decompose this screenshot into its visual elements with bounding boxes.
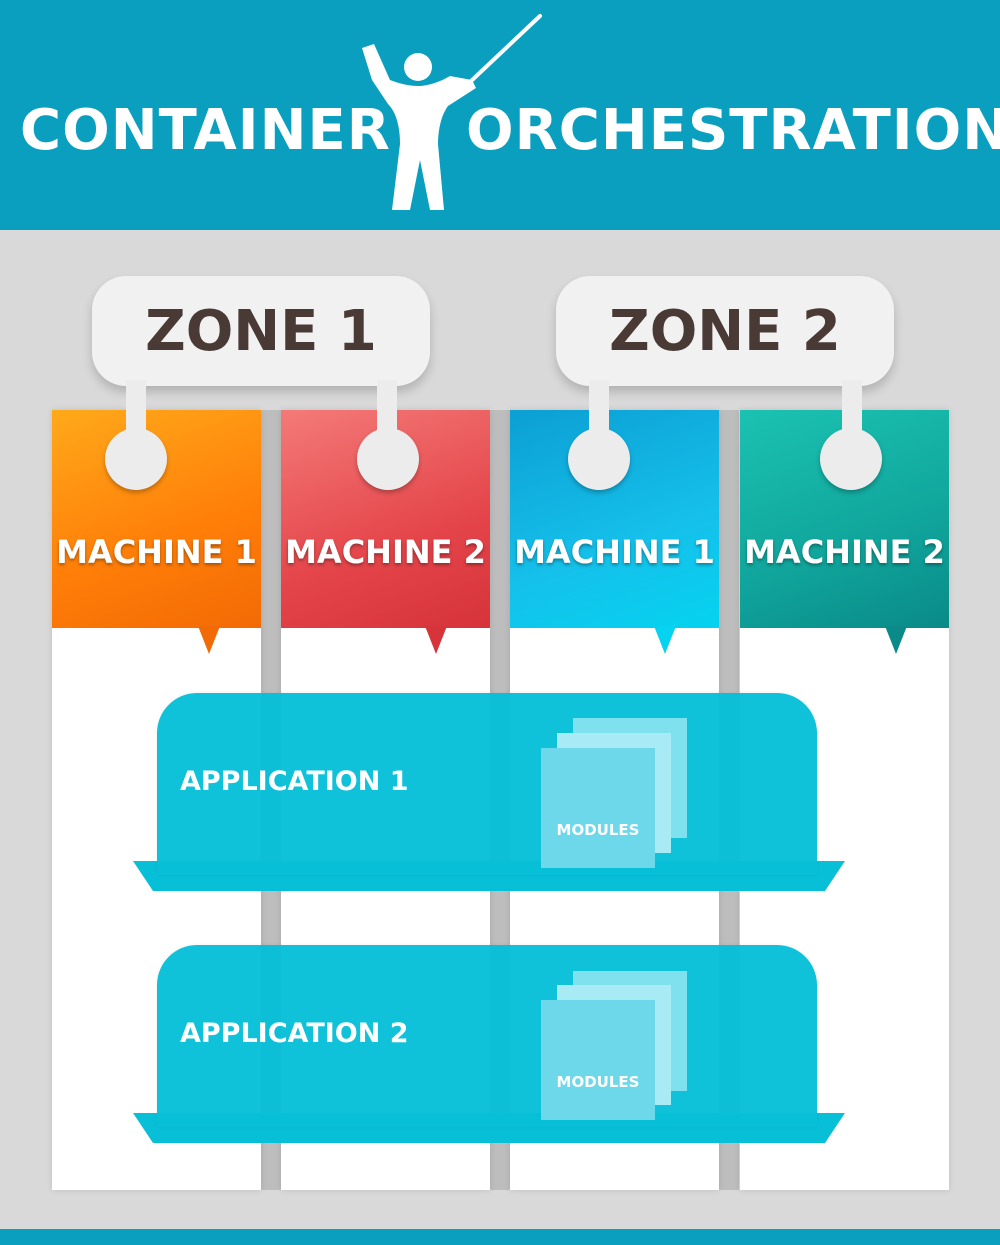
connector-node [357, 428, 419, 490]
machine-label: MACHINE 1 [56, 533, 257, 571]
zone-1-badge: ZONE 1 [92, 276, 430, 386]
zone-2-badge: ZONE 2 [556, 276, 894, 386]
pointer-arrow [885, 626, 907, 654]
footer-bar [0, 1229, 1000, 1245]
connector-node [820, 428, 882, 490]
zone-2-label: ZONE 2 [609, 299, 841, 364]
machine-label: MACHINE 1 [514, 533, 715, 571]
application-2-block: APPLICATION 2 MODULES [133, 945, 845, 1145]
conductor-icon [362, 14, 542, 210]
title-container: CONTAINER [20, 98, 391, 163]
connector-node [105, 428, 167, 490]
pointer-arrow [654, 626, 676, 654]
pointer-arrow [198, 626, 220, 654]
application-2-label: APPLICATION 2 [180, 1018, 409, 1049]
machine-label: MACHINE 2 [744, 533, 945, 571]
connector-node [568, 428, 630, 490]
application-body [157, 945, 817, 1127]
application-1-block: APPLICATION 1 MODULES [133, 693, 845, 893]
title-orchestration: ORCHESTRATION [466, 98, 1000, 163]
application-body [157, 693, 817, 875]
modules-card: MODULES [541, 1000, 655, 1120]
pointer-arrow [425, 626, 447, 654]
modules-card: MODULES [541, 748, 655, 868]
zone-1-label: ZONE 1 [145, 299, 377, 364]
machine-label: MACHINE 2 [285, 533, 486, 571]
application-1-label: APPLICATION 1 [180, 766, 409, 797]
modules-label: MODULES [556, 1073, 640, 1091]
modules-label: MODULES [556, 821, 640, 839]
header-banner: CONTAINER ORCHESTRATION [0, 0, 1000, 230]
